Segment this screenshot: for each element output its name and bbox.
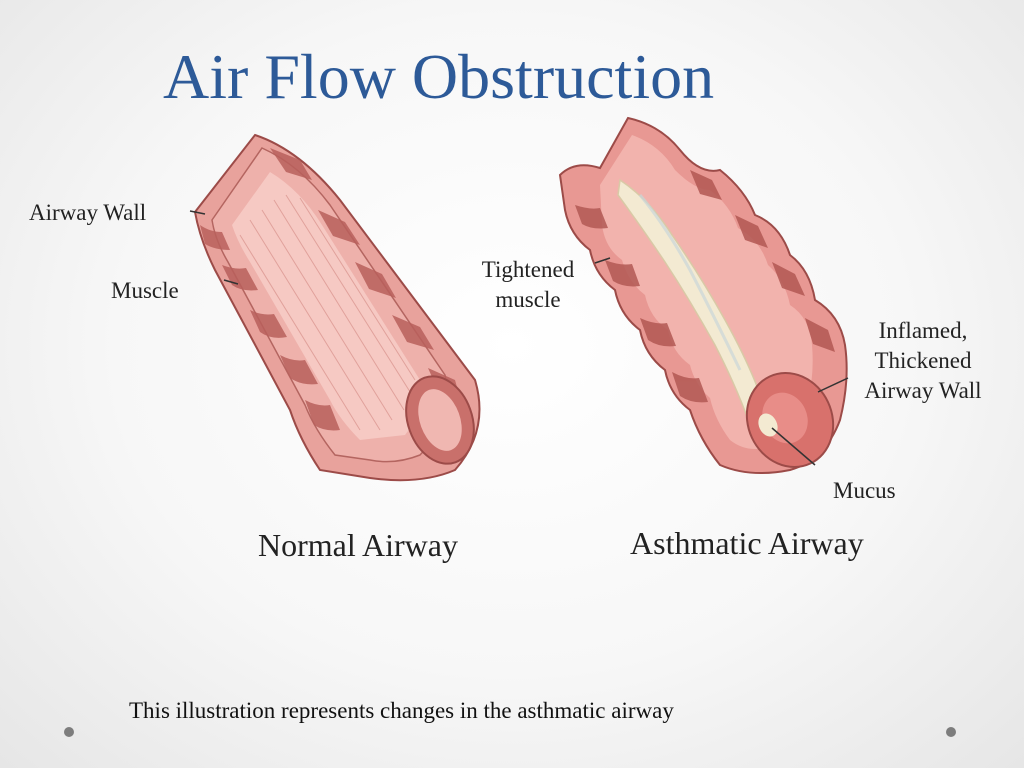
- tightened-muscle-line-2: muscle: [495, 287, 561, 312]
- tightened-muscle-leader: [594, 257, 611, 264]
- inflamed-wall-leader: [817, 377, 849, 393]
- inflamed-wall-label: Inflamed, Thickened Airway Wall: [848, 316, 998, 406]
- inflamed-wall-line-3: Airway Wall: [864, 378, 982, 403]
- leader-lines: [189, 210, 849, 466]
- airway-wall-label: Airway Wall: [29, 200, 147, 225]
- normal-airway-drawing: [193, 133, 481, 482]
- inflamed-wall-line-2: Thickened: [874, 348, 972, 373]
- muscle-leader: [223, 279, 239, 285]
- airway-wall-leader: [189, 210, 206, 215]
- mucus-label: Mucus: [833, 478, 896, 503]
- slide-corner-dot-left: [64, 727, 74, 737]
- tightened-muscle-line-1: Tightened: [481, 257, 575, 282]
- normal-airway-inner-surface: [232, 172, 421, 440]
- slide-corner-dot-right: [946, 727, 956, 737]
- tightened-muscle-label: Tightened muscle: [468, 255, 588, 315]
- asthmatic-muscle-bands: [575, 170, 835, 403]
- slide-title: Air Flow Obstruction: [163, 41, 715, 112]
- inflamed-wall-line-1: Inflamed,: [878, 318, 968, 343]
- muscle-label: Muscle: [111, 278, 179, 303]
- illustration-footnote: This illustration represents changes in …: [129, 698, 674, 723]
- mucus-leader: [771, 427, 816, 466]
- asthmatic-airway-drawing: [558, 116, 848, 474]
- asthmatic-airway-caption: Asthmatic Airway: [630, 525, 864, 561]
- normal-airway-caption: Normal Airway: [258, 527, 458, 563]
